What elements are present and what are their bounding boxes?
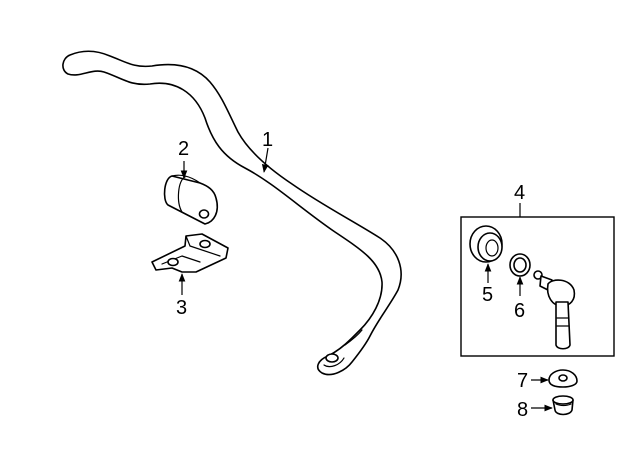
mount-bushing[interactable] [552, 395, 574, 416]
callout-2: 2 [178, 138, 189, 160]
bracket[interactable] [151, 233, 229, 273]
link-assembly-box[interactable] [460, 216, 615, 357]
stabilizer-bar[interactable] [62, 50, 402, 376]
link-ring[interactable] [509, 253, 531, 277]
bushing[interactable] [163, 174, 219, 225]
mount-washer[interactable] [548, 369, 578, 388]
leader-1 [261, 147, 269, 173]
callout-4: 4 [514, 182, 525, 204]
callout-5: 5 [482, 284, 493, 306]
link-boot[interactable] [469, 225, 503, 263]
callout-1: 1 [262, 129, 273, 151]
callout-3: 3 [176, 297, 187, 319]
callout-8: 8 [517, 399, 528, 421]
link-rod[interactable] [533, 270, 576, 350]
callout-7: 7 [517, 370, 528, 392]
callout-6: 6 [514, 300, 525, 322]
